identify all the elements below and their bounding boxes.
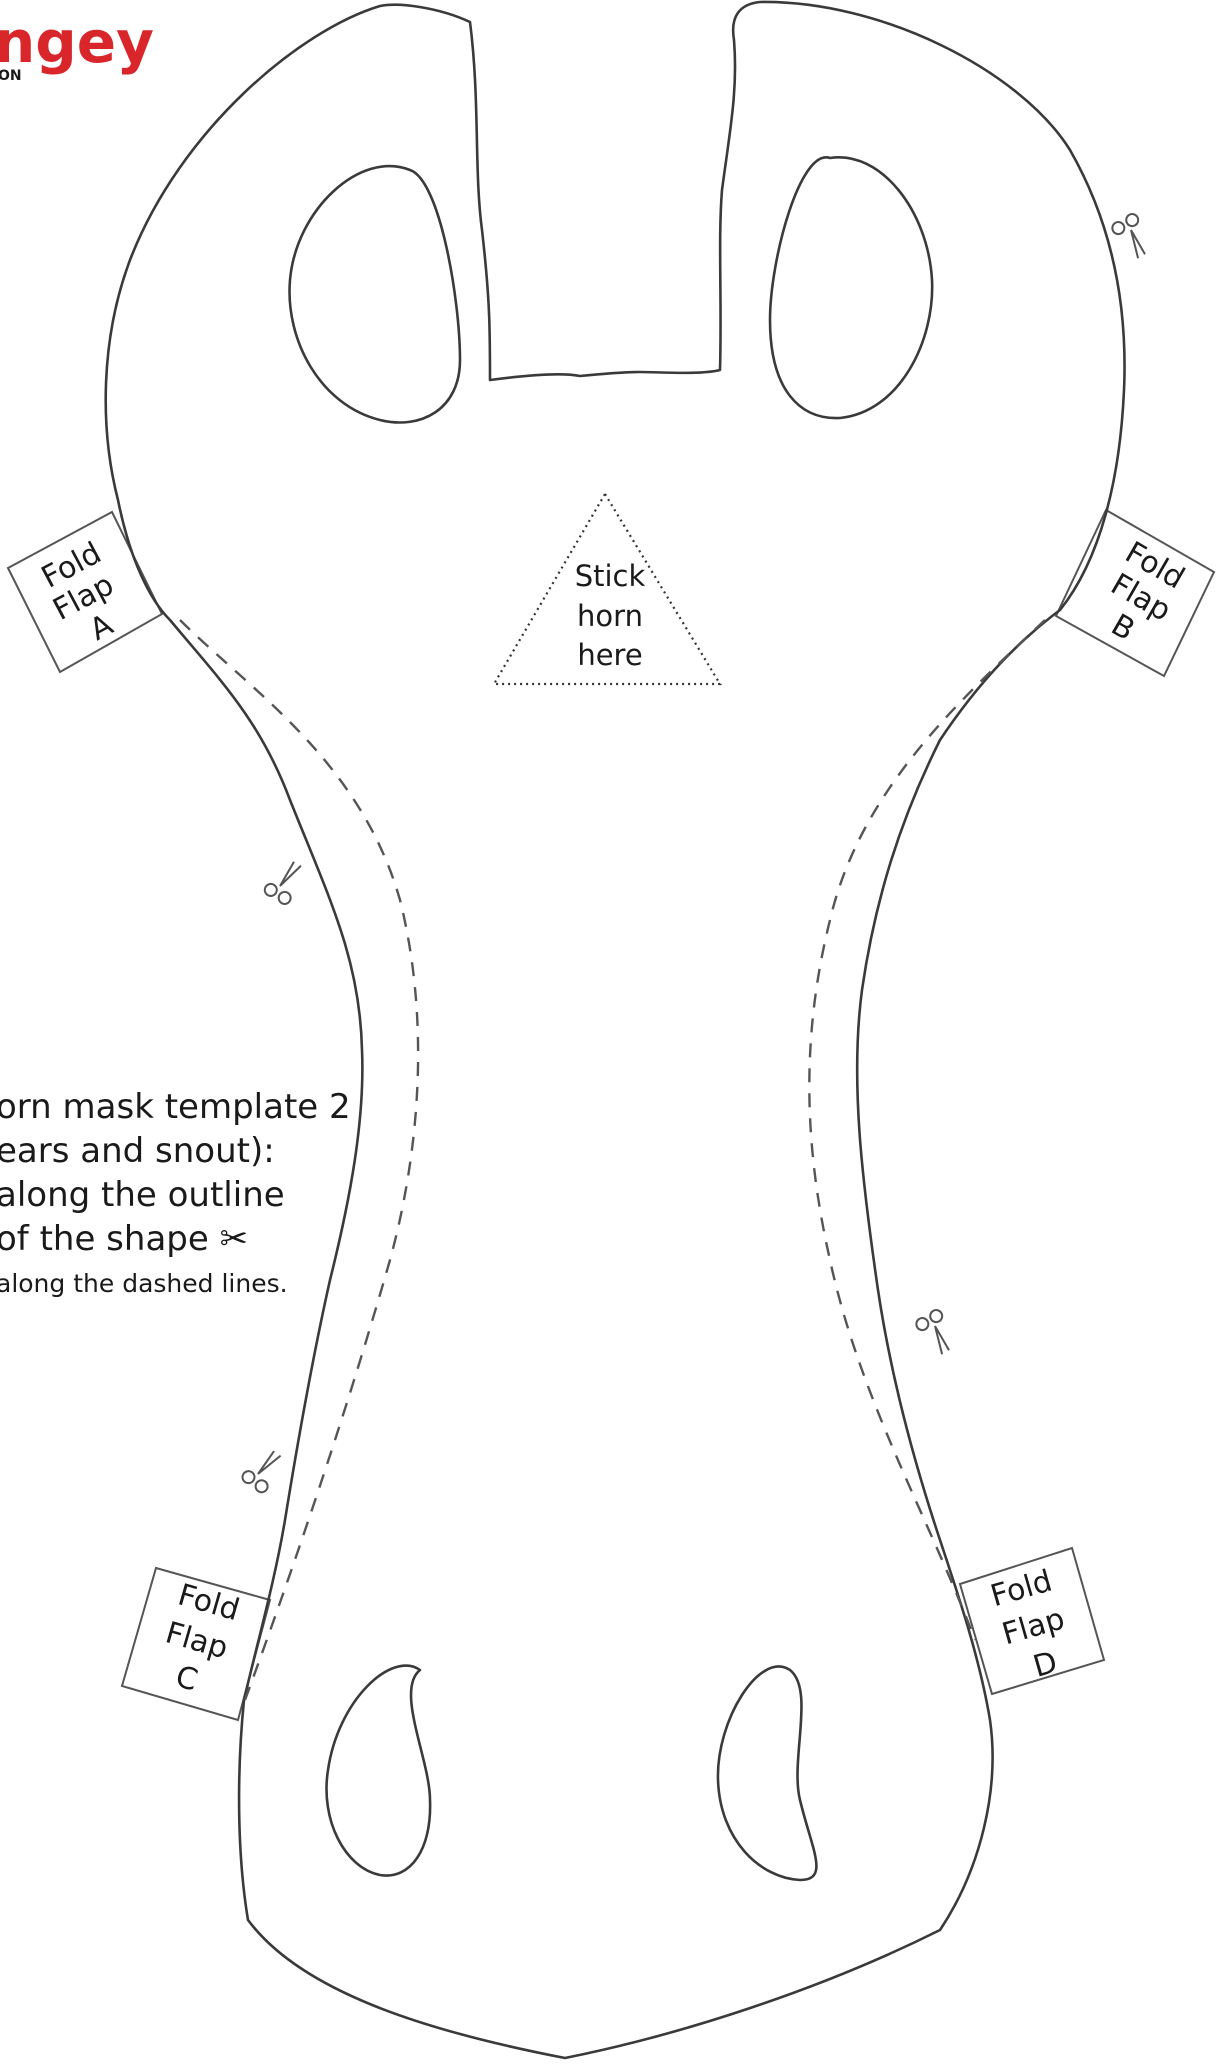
scissors-icon	[241, 1450, 282, 1494]
horn-placement-triangle: Stick horn here	[492, 491, 722, 686]
mask-outline	[104, 0, 1126, 2060]
scissors-icon	[263, 861, 302, 905]
scissors-icon	[915, 1309, 950, 1355]
logo-subtext: ON	[0, 68, 22, 84]
fold-flap-c: Fold Flap C	[120, 1566, 272, 1722]
eye-hole-right	[768, 155, 934, 420]
instructions-block: orn mask template 2 ears and snout): alo…	[0, 1087, 351, 1298]
instruction-line-2: ears and snout):	[0, 1131, 275, 1171]
dashed-line-right	[808, 619, 1046, 1641]
fold-flap-a: Fold Flap A	[6, 510, 164, 674]
instruction-line-5: along the dashed lines.	[0, 1269, 288, 1298]
instruction-line-3: along the outline	[0, 1175, 285, 1215]
horn-text-line2: horn	[577, 599, 643, 633]
brand-logo: ngey ON	[0, 8, 154, 84]
nostril-hole-left	[325, 1664, 432, 1877]
horn-text-line3: here	[577, 638, 642, 672]
scissors-icon	[1111, 213, 1146, 259]
instruction-line-4: of the shape ✂	[0, 1219, 248, 1259]
fold-flap-b: Fold Flap B	[1054, 508, 1216, 678]
logo-text: ngey	[0, 8, 154, 76]
instruction-line-1: orn mask template 2	[0, 1087, 351, 1127]
eye-hole-left	[288, 164, 462, 424]
nostril-hole-right	[716, 1665, 818, 1882]
fold-flap-d: Fold Flap D	[958, 1546, 1106, 1696]
horn-text-line1: Stick	[575, 559, 646, 593]
